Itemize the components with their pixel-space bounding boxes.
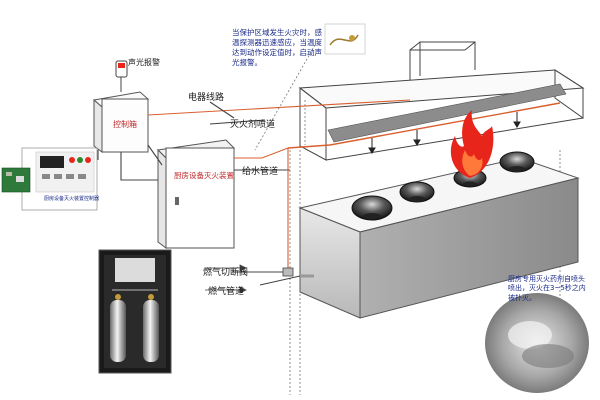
main-unit [156, 139, 236, 249]
alarm-siren-icon [115, 60, 128, 92]
hood-filter-strip [327, 83, 567, 143]
guide-lines [254, 44, 561, 395]
burners [351, 151, 535, 221]
label-arrows [205, 264, 247, 294]
alarm-label: 声光报警 [128, 58, 160, 67]
agent-pipe-line [287, 102, 561, 149]
control-panel-caption: 厨房设备灭火装置控制器 [44, 196, 100, 202]
water-pipe-label: 给水管道 [242, 167, 279, 177]
agent-pipe-label: 灭火剂喷道 [230, 120, 276, 130]
gas-valve-label: 燃气切断阀 [203, 268, 249, 278]
fire-icon [450, 110, 494, 178]
control-panel-photo [1, 147, 98, 211]
nozzle-note: 厨房专用灭火药剂自喷头喷出，灭火在3~5秒之内被扑灭。 [508, 275, 586, 302]
control-box [92, 91, 150, 153]
sensor-note: 当保护区域发生火灾时，感温探测器迅速感应，当温度达到动作设定值时，启动声光报警。 [232, 28, 322, 68]
suppression-photo [485, 293, 589, 393]
cable-label: 电器线路 [188, 93, 225, 103]
cylinder-cabinet-photo [98, 249, 172, 374]
connection-lines [97, 99, 411, 286]
temperature-sensor-icon [324, 23, 366, 55]
gas-pipe-label: 燃气管道 [208, 287, 245, 297]
control-box-label: 控制箱 [113, 120, 137, 129]
main-unit-label: 厨房设备灭火装置 [174, 171, 234, 180]
